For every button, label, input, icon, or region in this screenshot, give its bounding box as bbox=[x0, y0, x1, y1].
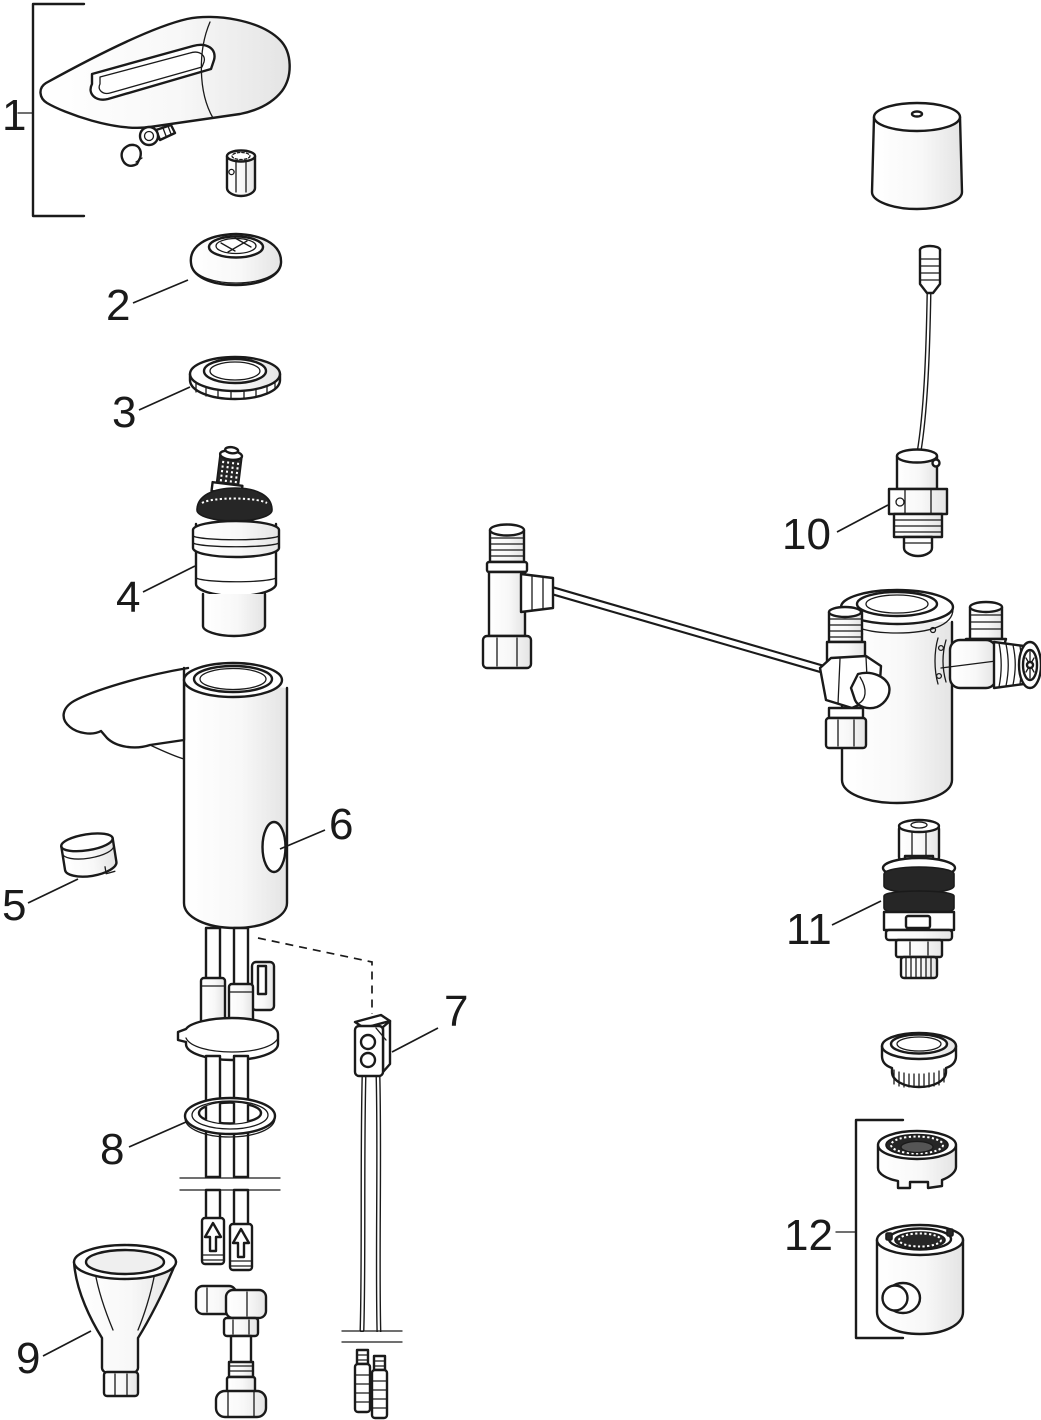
part-12-bracket bbox=[835, 1118, 905, 1340]
control-box-cover bbox=[870, 101, 964, 211]
part-1-bracket bbox=[17, 2, 86, 218]
callout-7: 7 bbox=[444, 987, 468, 1036]
callout-6: 6 bbox=[329, 800, 353, 849]
supply-hoses-lower bbox=[194, 1188, 268, 1419]
part-8-sealing-ring bbox=[183, 1096, 277, 1138]
callout-11: 11 bbox=[786, 905, 832, 954]
part-1-handle-lever bbox=[39, 15, 291, 129]
part-9-cone-socket bbox=[72, 1243, 178, 1398]
callout-3: 3 bbox=[112, 388, 136, 437]
shutoff-tee-with-lever bbox=[818, 605, 891, 750]
callout-8: 8 bbox=[100, 1125, 124, 1174]
inlet-fitting-left bbox=[481, 523, 555, 670]
callout-2: 2 bbox=[106, 281, 130, 330]
sensor-window bbox=[261, 820, 287, 874]
part-1-screw bbox=[138, 123, 177, 147]
callout-10: 10 bbox=[782, 510, 831, 559]
part-1-cap bbox=[120, 143, 143, 167]
valve-outlet-tee bbox=[934, 600, 1041, 690]
faucet-body bbox=[62, 661, 289, 930]
adapter-ring bbox=[880, 1031, 958, 1089]
base-flange bbox=[176, 1016, 280, 1062]
part-2-dome-cover bbox=[189, 232, 283, 287]
callout-9: 9 bbox=[16, 1334, 40, 1383]
callout-12: 12 bbox=[784, 1211, 833, 1260]
callout-1: 1 bbox=[2, 91, 26, 140]
part-12-toothed-ring bbox=[876, 1129, 958, 1190]
tube-break-lines bbox=[178, 1177, 282, 1191]
part-3-ring-nut bbox=[188, 355, 282, 401]
part-5-aerator bbox=[60, 832, 118, 878]
part-1-spline-insert bbox=[225, 149, 257, 198]
connecting-pipe bbox=[548, 585, 838, 678]
part-10-solenoid-valve bbox=[887, 244, 949, 558]
leader-lines bbox=[27, 279, 889, 1357]
part-12-adjustment-sleeve bbox=[875, 1223, 965, 1336]
part-7-cable-connector bbox=[257, 937, 404, 1420]
part-4-cartridge bbox=[191, 445, 281, 638]
supply-tubes-upper bbox=[199, 926, 276, 1032]
callout-4: 4 bbox=[116, 573, 140, 622]
callout-5: 5 bbox=[2, 881, 26, 930]
part-11-thermostatic-cartridge bbox=[881, 818, 957, 980]
